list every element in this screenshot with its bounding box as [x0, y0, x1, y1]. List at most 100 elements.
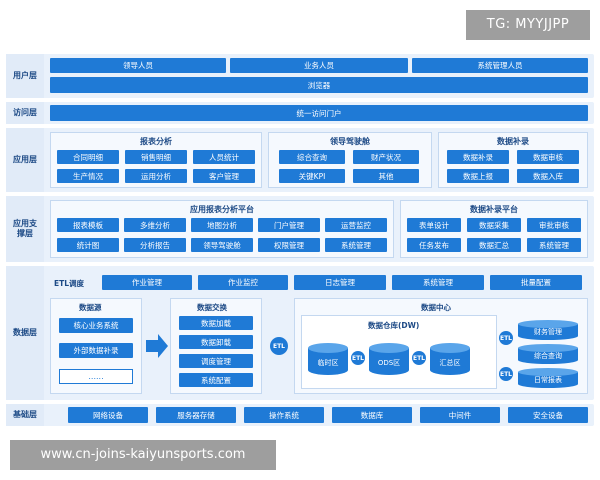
- cylinder-temp-zone: 临时区: [308, 343, 348, 375]
- etl-schedule-label: ETL调度: [54, 279, 85, 288]
- data-center-title: 数据中心: [421, 303, 451, 312]
- support-item: 运营监控: [325, 218, 387, 232]
- data-exchange-title: 数据交换: [197, 303, 227, 312]
- user-layer-label: 用户层: [6, 54, 44, 98]
- etl-item: 系统管理: [392, 275, 484, 290]
- etl-badge-text: ETL: [352, 355, 364, 362]
- etl-item: 批量配置: [490, 275, 582, 290]
- support-item: 报表模板: [57, 218, 119, 232]
- support-item: 审批审核: [527, 218, 581, 232]
- role-admin: 系统管理人员: [412, 58, 588, 73]
- base-item: 服务器存储: [156, 407, 236, 423]
- exchange-item: 系统配置: [179, 373, 253, 387]
- base-item: 中间件: [420, 407, 500, 423]
- panel-report-platform-title: 应用报表分析平台: [190, 205, 254, 214]
- zone-label: 临时区: [318, 358, 339, 367]
- zone-label: 汇总区: [440, 358, 461, 367]
- base-item: 操作系统: [244, 407, 324, 423]
- support-item: 任务发布: [407, 238, 461, 252]
- support-layer: 应用支撑层 应用报表分析平台 报表模板 多维分析 地图分析 门户管理 运营监控 …: [6, 196, 594, 262]
- panel-report-analysis-title: 报表分析: [140, 137, 172, 146]
- role-business: 业务人员: [230, 58, 408, 73]
- output-label: 财务管理: [534, 327, 562, 336]
- data-layer-label: 数据层: [6, 266, 44, 400]
- portal-bar: 统一访问门户: [50, 105, 588, 121]
- support-item: 表单设计: [407, 218, 461, 232]
- panel-data-source: 数据源 核心业务系统 外部数据补录 ......: [50, 298, 142, 394]
- base-layer: 基础层 网络设备 服务器存储 操作系统 数据库 中间件 安全设备: [6, 404, 594, 426]
- panel-report-analysis: 报表分析 合同明细 销售明细 人员统计 生产情况 运用分析 客户管理: [50, 132, 262, 188]
- etl-badge-text: ETL: [413, 355, 425, 362]
- watermark-bottom: www.cn-joins-kaiyunsports.com: [10, 440, 276, 470]
- role-leader: 领导人员: [50, 58, 226, 73]
- app-layer: 应用层 报表分析 合同明细 销售明细 人员统计 生产情况 运用分析 客户管理 领…: [6, 128, 594, 192]
- access-layer: 访问层 统一访问门户: [6, 102, 594, 124]
- data-warehouse-title: 数据仓库(DW): [368, 321, 420, 330]
- etl-item: 日志管理: [294, 275, 386, 290]
- cylinder-output-query: 综合查询: [518, 344, 578, 364]
- user-layer: 用户层 领导人员 业务人员 系统管理人员 浏览器: [6, 54, 594, 98]
- etl-item: 作业监控: [198, 275, 288, 290]
- data-source-title: 数据源: [79, 303, 102, 312]
- support-item: 地图分析: [191, 218, 253, 232]
- support-layer-label: 应用支撑层: [6, 196, 44, 262]
- app-item: 综合查询: [279, 150, 345, 164]
- support-item: 分析报告: [124, 238, 186, 252]
- support-item: 门户管理: [258, 218, 320, 232]
- data-flow-graphics: ETL 临时区 ETL ODS区 ETL 汇总区 ETL: [146, 320, 578, 388]
- exchange-item: 数据卸载: [179, 335, 253, 349]
- panel-entry-platform-title: 数据补录平台: [470, 205, 518, 214]
- cylinder-output-daily-report: 日常报表: [518, 368, 578, 388]
- support-item: 数据采集: [467, 218, 521, 232]
- app-item: 数据上报: [447, 169, 509, 183]
- cylinder-summary-zone: 汇总区: [430, 343, 470, 375]
- zone-label: ODS区: [378, 359, 400, 367]
- etl-badge-icon: [351, 351, 365, 365]
- app-item: 数据入库: [517, 169, 579, 183]
- support-item: 数据汇总: [467, 238, 521, 252]
- browser-bar: 浏览器: [50, 77, 588, 93]
- base-item: 安全设备: [508, 407, 588, 423]
- app-item: 数据补录: [447, 150, 509, 164]
- access-layer-label: 访问层: [6, 102, 44, 124]
- data-layer: 数据层 ETL调度 作业管理 作业监控 日志管理 系统管理 批量配置 数据源 核…: [6, 266, 594, 400]
- exchange-item: 调度管理: [179, 354, 253, 368]
- panel-leader-cockpit-title: 领导驾驶舱: [330, 137, 370, 146]
- panel-entry-platform: 数据补录平台 表单设计 数据采集 审批审核 任务发布 数据汇总 系统管理: [400, 200, 588, 258]
- source-more: ......: [59, 369, 133, 384]
- panel-data-entry-title: 数据补录: [497, 137, 529, 146]
- watermark-top: TG: MYYJJPP: [466, 10, 590, 40]
- app-item: 数据审核: [517, 150, 579, 164]
- support-item: 统计图: [57, 238, 119, 252]
- etl-badge-icon: [412, 351, 426, 365]
- app-item: 财产状况: [353, 150, 419, 164]
- etl-badge-text: ETL: [500, 335, 512, 342]
- panel-report-platform: 应用报表分析平台 报表模板 多维分析 地图分析 门户管理 运营监控 统计图 分析…: [50, 200, 394, 258]
- source-item: 核心业务系统: [59, 318, 133, 333]
- app-item: 人员统计: [193, 150, 255, 164]
- etl-badge-icon: [499, 331, 513, 345]
- source-item: 外部数据补录: [59, 343, 133, 358]
- app-item: 合同明细: [57, 150, 119, 164]
- cylinder-output-finance: 财务管理: [518, 320, 578, 340]
- etl-item: 作业管理: [102, 275, 192, 290]
- cylinder-ods-zone: ODS区: [369, 343, 409, 375]
- support-item: 权限管理: [258, 238, 320, 252]
- etl-badge-text: ETL: [273, 343, 285, 350]
- base-layer-label: 基础层: [6, 404, 44, 426]
- support-item: 领导驾驶舱: [191, 238, 253, 252]
- support-item: 多维分析: [124, 218, 186, 232]
- arrow-right-icon: [146, 334, 168, 358]
- output-label: 综合查询: [534, 351, 562, 360]
- etl-badge-icon: [270, 337, 288, 355]
- panel-data-entry: 数据补录 数据补录 数据审核 数据上报 数据入库: [438, 132, 588, 188]
- panel-leader-cockpit: 领导驾驶舱 综合查询 财产状况 关键KPI 其他: [268, 132, 432, 188]
- etl-badge-icon: [499, 367, 513, 381]
- base-item: 数据库: [332, 407, 412, 423]
- support-item: 系统管理: [325, 238, 387, 252]
- app-item: 销售明细: [125, 150, 187, 164]
- output-label: 日常报表: [534, 375, 562, 384]
- base-item: 网络设备: [68, 407, 148, 423]
- app-item: 生产情况: [57, 169, 119, 183]
- panel-data-exchange: 数据交换 数据加载 数据卸载 调度管理 系统配置: [170, 298, 262, 394]
